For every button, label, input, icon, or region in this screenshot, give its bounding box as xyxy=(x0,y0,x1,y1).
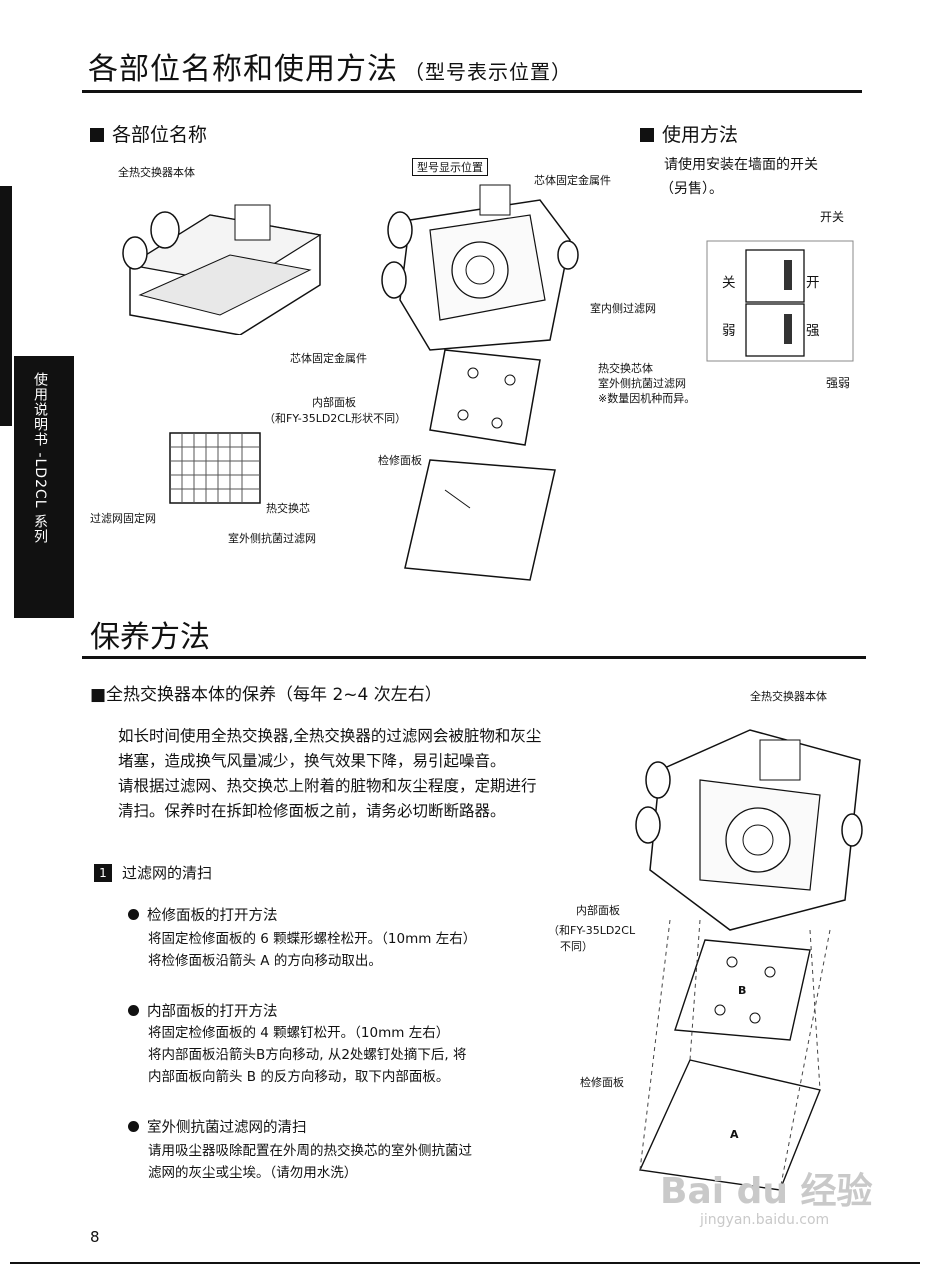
item-line: 将固定检修面板的 4 颗螺钉松开。（10mm 左右） xyxy=(148,1025,450,1041)
square-bullet-icon xyxy=(640,128,654,142)
watermark-url: jingyan.baidu.com xyxy=(700,1212,830,1228)
item-title: 检修面板的打开方法 xyxy=(147,908,278,924)
fig-label-inner-panel: 内部面板 xyxy=(576,904,620,917)
arrow-a-label: A xyxy=(730,1128,739,1141)
label-indoor-filter: 室内侧过滤网 xyxy=(590,302,656,315)
usage-heading: 使用方法 xyxy=(640,120,738,147)
label-heat-core-2: 热交换芯 xyxy=(266,502,310,515)
label-outdoor-filter: 室外侧抗菌过滤网 xyxy=(598,377,686,390)
item-heading: 检修面板的打开方法 xyxy=(128,904,278,925)
switch-off-label: 关 xyxy=(722,275,736,291)
edge-bar xyxy=(0,186,12,426)
page-subtitle: （型号表示位置） xyxy=(404,60,572,84)
maintenance-exploded-drawing xyxy=(635,729,863,1191)
switch-strong-weak-label: 强弱 xyxy=(826,376,851,390)
label-note: ※数量因机种而异。 xyxy=(598,392,696,405)
main-unit-drawing xyxy=(122,204,322,335)
item-heading: 内部面板的打开方法 xyxy=(128,1000,278,1021)
opened-unit-drawing xyxy=(381,184,579,351)
item-line: 内部面板向箭头 B 的反方向移动，取下内部面板。 xyxy=(148,1069,450,1085)
bullet-dot-icon xyxy=(128,1005,139,1016)
paragraph-line: 堵塞，造成换气风量减少，换气效果下降，易引起噪音。 xyxy=(118,752,506,770)
step-title: 过滤网的清扫 xyxy=(122,864,213,882)
item-body: 将固定检修面板的 6 颗蝶形螺栓松开。（10mm 左右） 将检修面板沿箭头 A … xyxy=(148,928,476,972)
parts-heading: 各部位名称 xyxy=(90,120,207,147)
label-core-bracket-top: 芯体固定金属件 xyxy=(534,174,611,187)
page-title: 各部位名称和使用方法（型号表示位置） xyxy=(88,44,572,88)
label-main-unit: 全热交换器本体 xyxy=(118,166,195,179)
maintenance-paragraph: 如长时间使用全热交换器,全热交换器的过滤网会被脏物和灰尘 堵塞，造成换气风量减少… xyxy=(118,724,638,824)
label-inspection-panel: 检修面板 xyxy=(378,454,422,467)
inner-panel-drawing xyxy=(429,349,541,446)
item-line: 将检修面板沿箭头 A 的方向移动取出。 xyxy=(148,953,382,969)
parts-heading-text: 各部位名称 xyxy=(112,124,208,146)
inspection-panel-drawing xyxy=(404,459,556,581)
label-inner-panel: 内部面板 xyxy=(312,396,356,409)
label-outdoor-filter-2: 室外侧抗菌过滤网 xyxy=(228,532,316,545)
arrow-b-label: B xyxy=(738,984,747,997)
label-inner-panel-note: （和FY-35LD2CL形状不同） xyxy=(264,412,407,425)
label-core-bracket-left: 芯体固定金属件 xyxy=(290,352,367,365)
fig-label-inspection-panel: 检修面板 xyxy=(580,1076,624,1089)
switch-on-label: 开 xyxy=(806,275,820,291)
wall-switch-drawing xyxy=(706,240,854,362)
item-body: 将固定检修面板的 4 颗螺钉松开。（10mm 左右） 将内部面板沿箭头B方向移动… xyxy=(148,1022,467,1088)
item-line: 滤网的灰尘或尘埃。（请勿用水洗） xyxy=(148,1165,358,1181)
fig-label-inner-panel-note2: 不同） xyxy=(560,940,593,953)
maintenance-rule xyxy=(82,656,866,659)
switch-strong-label: 强 xyxy=(806,323,820,339)
maintenance-subheading: ■全热交换器本体的保养（每年 2~4 次左右） xyxy=(90,685,442,705)
item-heading: 室外侧抗菌过滤网的清扫 xyxy=(128,1116,307,1137)
maintenance-title: 保养方法 xyxy=(90,620,210,655)
usage-heading-text: 使用方法 xyxy=(662,124,739,146)
watermark-logo: Bai du 经验 xyxy=(660,1171,873,1212)
title-rule xyxy=(82,90,862,93)
paragraph-line: 请根据过滤网、热交换芯上附着的脏物和灰尘程度，定期进行 xyxy=(118,777,537,795)
label-filter-fix-net: 过滤网固定网 xyxy=(90,512,156,525)
filter-drawing xyxy=(169,432,261,504)
step-number-badge: 1 xyxy=(94,864,112,882)
bullet-dot-icon xyxy=(128,1121,139,1132)
usage-text-1: 请使用安装在墙面的开关 xyxy=(664,157,818,173)
item-body: 请用吸尘器吸除配置在外周的热交换芯的室外侧抗菌过 滤网的灰尘或尘埃。（请勿用水洗… xyxy=(148,1140,472,1184)
switch-weak-label: 弱 xyxy=(722,323,736,339)
item-line: 将内部面板沿箭头B方向移动, 从2处螺钉处摘下后, 将 xyxy=(148,1047,467,1063)
bottom-rule xyxy=(10,1262,920,1264)
label-heat-core: 热交换芯体 xyxy=(598,362,653,375)
sidebar-tab xyxy=(14,356,74,618)
item-title: 内部面板的打开方法 xyxy=(147,1004,278,1020)
paragraph-line: 如长时间使用全热交换器,全热交换器的过滤网会被脏物和灰尘 xyxy=(118,727,542,745)
item-line: 将固定检修面板的 6 颗蝶形螺栓松开。（10mm 左右） xyxy=(148,931,477,947)
page-number: 8 xyxy=(90,1228,100,1246)
paragraph-line: 清扫。保养时在拆卸检修面板之前，请务必切断断路器。 xyxy=(118,802,506,820)
fig-label-main-unit: 全热交换器本体 xyxy=(750,690,827,703)
item-title: 室外侧抗菌过滤网的清扫 xyxy=(147,1120,307,1136)
label-model-position: 型号显示位置 xyxy=(412,158,488,176)
page-title-text: 各部位名称和使用方法 xyxy=(88,52,398,87)
fig-label-inner-panel-note1: （和FY-35LD2CL xyxy=(548,924,636,937)
item-line: 请用吸尘器吸除配置在外周的热交换芯的室外侧抗菌过 xyxy=(148,1143,472,1159)
square-bullet-icon xyxy=(90,128,104,142)
usage-text-2: （另售）。 xyxy=(660,181,723,197)
switch-label: 开关 xyxy=(820,210,845,224)
bullet-dot-icon xyxy=(128,909,139,920)
step-1-heading: 1 过滤网的清扫 xyxy=(94,862,212,883)
sidebar-label: 使用说明书 -LD2CL 系列 xyxy=(32,372,48,545)
